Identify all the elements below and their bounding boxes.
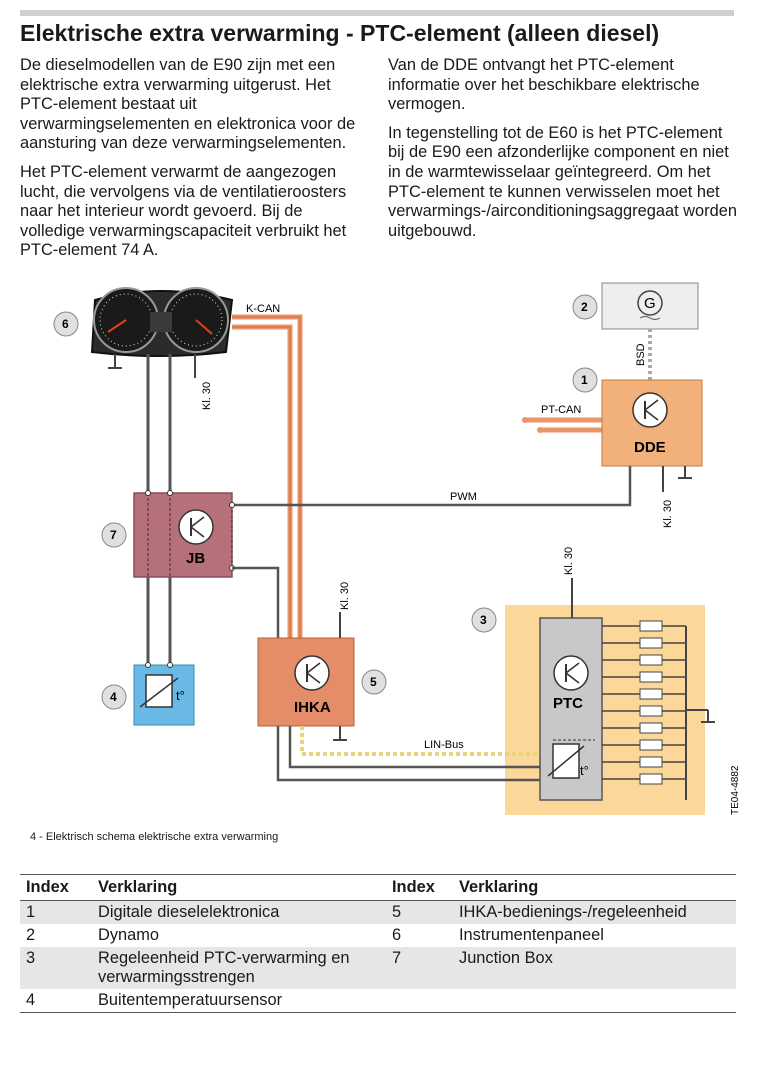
ptcan-label: PT-CAN [541,404,581,416]
header-rule [20,10,734,16]
legend-index: 6 [392,926,402,944]
legend-header-row: Index Verklaring Index Verklaring [20,874,736,901]
legend-row: 3 Regeleenheid PTC-verwarming en verwarm… [20,947,736,989]
callout-circle-4 [101,684,127,710]
text-column-left: De dieselmodellen van de E90 zijn met ee… [20,56,370,270]
legend-index: 2 [26,926,36,944]
legend-header-description: Verklaring [92,874,386,901]
legend-row: 2 Dynamo 6 Instrumentenpaneel [20,924,736,947]
callout-circle-1 [572,367,598,393]
ptc-label: PTC [553,695,583,712]
heater-resistor [639,637,663,649]
ptc-unit-area [505,605,705,815]
heater-resistor [639,688,663,700]
kl30-ptc-label: Kl. 30 [563,547,575,575]
pwm-label: PWM [450,491,477,503]
callout-number-3: 3 [480,613,487,627]
legend-table: Index Verklaring Index Verklaring 1 Digi… [20,874,736,1013]
paragraph: In tegenstelling tot de E60 is het PTC-e… [388,123,737,240]
legend-index: 5 [386,900,453,924]
legend-description: Dynamo [98,926,160,944]
legend-description [453,989,736,1013]
legend-description: Buitentemperatuursensor [92,989,386,1013]
legend-index: 1 [20,900,92,924]
legend-index [386,989,453,1013]
heater-resistor [639,705,663,717]
callout-circle-7 [101,522,127,548]
wiring-diagram: K-CAN PT-CAN Kl. 30 G BSD DDE Kl [53,282,741,815]
legend-description: Digitale dieselelektronica [92,900,386,924]
callout-number-1: 1 [581,373,588,387]
heater-resistor [639,722,663,734]
ptcan-wires [525,417,605,433]
legend-description: Junction Box [453,947,736,989]
ihka-label: IHKA [294,699,331,716]
instrument-cluster [90,287,234,357]
heater-resistor [639,671,663,683]
legend-header-index: Index [386,874,453,901]
heater-resistor [639,739,663,751]
callout-circle-6 [53,311,79,337]
reference-code: TE04-4882 [730,765,741,815]
generator-symbol: G [644,295,656,312]
legend-description: Regeleenheid PTC-verwarming en verwarmin… [92,947,386,989]
legend-header-index: Index [20,874,92,901]
legend-description: Instrumentenpaneel [459,926,604,944]
callout-circle-5 [361,669,387,695]
legend-index: 3 [20,947,92,989]
callout-circle-2 [572,294,598,320]
kl30-cluster-label: Kl. 30 [201,382,213,410]
legend-row: 4 Buitentemperatuursensor [20,989,736,1013]
heating-elements [602,620,686,785]
heater-resistor [639,773,663,785]
callout-number-5: 5 [370,675,377,689]
kcan-label: K-CAN [246,303,280,315]
kl30-dde-label: Kl. 30 [662,500,674,528]
callout-circle-3 [471,607,497,633]
text-column-right: Van de DDE ontvangt het PTC-element info… [388,56,738,250]
callout-number-7: 7 [110,528,117,542]
ptc-temp-label: t° [580,763,589,778]
paragraph: De dieselmodellen van de E90 zijn met ee… [20,56,356,153]
dde-label: DDE [634,439,666,456]
linbus-label: LIN-Bus [424,739,464,751]
legend-description: IHKA-bedienings-/regeleenheid [453,900,736,924]
jb-label: JB [186,550,205,567]
figure-caption: 4 - Elektrisch schema elektrische extra … [30,831,279,843]
paragraph: Van de DDE ontvangt het PTC-element info… [388,56,700,114]
heater-resistor [639,620,663,632]
callout-number-4: 4 [110,690,117,704]
heater-resistor [639,654,663,666]
kl30-ihka-label: Kl. 30 [339,582,351,610]
bsd-label: BSD [635,343,647,366]
heater-resistor [639,756,663,768]
legend-row: 1 Digitale dieselelektronica 5 IHKA-bedi… [20,900,736,924]
legend-index: 7 [386,947,453,989]
sensor-temp-label: t° [176,688,185,703]
page-title: Elektrische extra verwarming - PTC-eleme… [20,20,660,46]
legend-index: 4 [20,989,92,1013]
callout-number-2: 2 [581,300,588,314]
callout-number-6: 6 [62,317,69,331]
paragraph: Het PTC-element verwarmt de aangezogen l… [20,162,347,260]
legend-header-description: Verklaring [453,874,736,901]
